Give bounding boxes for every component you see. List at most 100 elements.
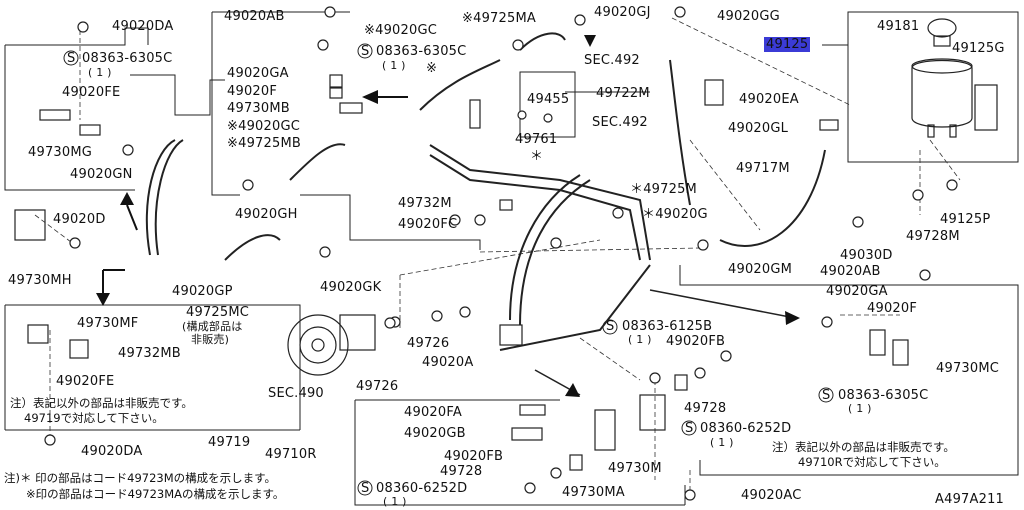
label-49020GP: 49020GP xyxy=(172,284,233,299)
s-marker-glyph: S xyxy=(606,319,615,334)
label-star: ※ xyxy=(426,61,438,76)
label-49730MB: 49730MB xyxy=(227,101,290,116)
label-49726-a: 49726 xyxy=(407,336,450,351)
label-49020FE-top: 49020FE xyxy=(62,85,121,100)
qty-08360-6252D-a: ( 1 ) xyxy=(710,436,734,449)
label-49725MC-note1: (構成部品は xyxy=(182,320,243,333)
left-box-edge xyxy=(4,45,45,191)
label-49181: 49181 xyxy=(877,19,920,34)
note-left-2: 49719で対応して下さい。 xyxy=(24,411,164,425)
label-49020GJ: 49020GJ xyxy=(594,5,651,20)
label-49725MC-note2: 非販売) xyxy=(191,333,230,346)
note-left-1: 注）表記以外の部品は非販売です。 xyxy=(10,396,193,410)
label-49761: 49761 xyxy=(515,132,558,147)
label-08363-6125B: 08363-6125B xyxy=(622,319,713,334)
label-49125-highlight: 49125 xyxy=(764,37,811,52)
label-49020FC: 49020FC xyxy=(398,217,458,232)
label-49719: 49719 xyxy=(208,435,251,450)
label-49125: 49125 xyxy=(764,37,811,52)
label-49020GB: 49020GB xyxy=(404,426,466,441)
hose-lines xyxy=(145,32,826,351)
label-49020F-mid: 49020F xyxy=(227,84,278,99)
label-49730MC: 49730MC xyxy=(936,361,1000,376)
label-49732M: 49732M xyxy=(398,196,452,211)
label-49020GA-right: 49020GA xyxy=(826,284,888,299)
label-49020G: ＊49020G xyxy=(642,207,708,222)
label-star2: ＊ xyxy=(530,149,544,164)
label-49726-b: 49726 xyxy=(356,379,399,394)
label-49125G: 49125G xyxy=(952,41,1005,56)
s-marker-glyph: S xyxy=(685,421,694,436)
label-49020GC-b: ※49020GC xyxy=(227,119,300,134)
label-SEC492-a: SEC.492 xyxy=(584,53,640,68)
qty-08363-6305C-mid: ( 1 ) xyxy=(382,59,406,72)
label-49730MF: 49730MF xyxy=(77,316,139,331)
brackets xyxy=(14,74,909,471)
bolts xyxy=(44,6,958,501)
label-SEC490: SEC.490 xyxy=(268,386,324,401)
label-08363-6305C-right: 08363-6305C xyxy=(838,388,929,403)
label-49020EA: 49020EA xyxy=(739,92,799,107)
s-marker-glyph: S xyxy=(67,51,76,66)
label-49020GK: 49020GK xyxy=(320,280,382,295)
qty-08363-6305C-left: ( 1 ) xyxy=(88,66,112,79)
label-49717M: 49717M xyxy=(736,161,790,176)
s-marker-glyph: S xyxy=(361,481,370,496)
label-49030D: 49030D xyxy=(840,248,893,263)
label-49020A: 49020A xyxy=(422,355,474,370)
label-49020AC: 49020AC xyxy=(741,488,802,503)
label-49730MH: 49730MH xyxy=(8,273,72,288)
s-markers xyxy=(63,43,834,496)
label-49020D: 49020D xyxy=(53,212,106,227)
label-49020F-right: 49020F xyxy=(867,301,918,316)
label-49725MB: ※49725MB xyxy=(227,136,301,151)
label-08363-6305C-left: 08363-6305C xyxy=(82,51,173,66)
qty-08363-6305C-right: ( 1 ) xyxy=(848,402,872,415)
power-steering-pump xyxy=(287,314,401,376)
label-49020DA-top: 49020DA xyxy=(112,19,174,34)
qty-08360-6252D-b: ( 1 ) xyxy=(383,495,407,508)
s-marker-glyph: S xyxy=(361,44,370,59)
label-08363-6305C-mid: 08363-6305C xyxy=(376,44,467,59)
direction-arrows xyxy=(96,35,800,397)
label-49020GG: 49020GG xyxy=(717,9,780,24)
label-49020GH: 49020GH xyxy=(235,207,298,222)
label-49020FE-low: 49020FE xyxy=(56,374,115,389)
label-49125P: 49125P xyxy=(940,212,991,227)
label-49020FB-b: 49020FB xyxy=(444,449,504,464)
footnote-2: ※印の部品はコード49723MAの構成を示します。 xyxy=(26,487,285,501)
label-08360-6252D-b: 08360-6252D xyxy=(376,481,468,496)
label-49722M: 49722M xyxy=(596,86,650,101)
label-49020GA-mid: 49020GA xyxy=(227,66,289,81)
label-49730M: 49730M xyxy=(608,461,662,476)
label-49020FB-a: 49020FB xyxy=(666,334,726,349)
label-49728M: 49728M xyxy=(906,229,960,244)
label-49725M: ＊49725M xyxy=(630,182,697,197)
label-49725MA: ※49725MA xyxy=(462,11,536,26)
label-49020FA: 49020FA xyxy=(404,405,462,420)
label-49732MB: 49732MB xyxy=(118,346,181,361)
label-49710R: 49710R xyxy=(265,447,317,462)
label-49020GM: 49020GM xyxy=(728,262,793,277)
footnote-1: 注)＊ 印の部品はコード49723Mの構成を示します。 xyxy=(4,471,276,485)
qty-08363-6125B: ( 1 ) xyxy=(628,333,652,346)
label-49728-b: 49728 xyxy=(440,464,483,479)
note-right-1: 注）表記以外の部品は非販売です。 xyxy=(772,440,955,454)
diagram-id: A497A211 xyxy=(935,492,1005,507)
label-49020GN: 49020GN xyxy=(70,167,133,182)
label-49020AB-right: 49020AB xyxy=(820,264,881,279)
label-49020GC-mark: ※49020GC xyxy=(364,23,437,38)
s-marker-glyph: S xyxy=(822,388,831,403)
label-49020AB-top: 49020AB xyxy=(224,9,285,24)
label-49728-a: 49728 xyxy=(684,401,727,416)
label-49020GL: 49020GL xyxy=(728,121,789,136)
label-49730MA: 49730MA xyxy=(562,485,625,500)
label-49725MC: 49725MC xyxy=(186,305,250,320)
note-right-2: 49710Rで対応して下さい。 xyxy=(798,455,946,469)
label-49455: 49455 xyxy=(527,92,570,107)
label-SEC492-b: SEC.492 xyxy=(592,115,648,130)
label-49020DA-bot: 49020DA xyxy=(81,444,143,459)
label-08360-6252D-a: 08360-6252D xyxy=(700,421,792,436)
